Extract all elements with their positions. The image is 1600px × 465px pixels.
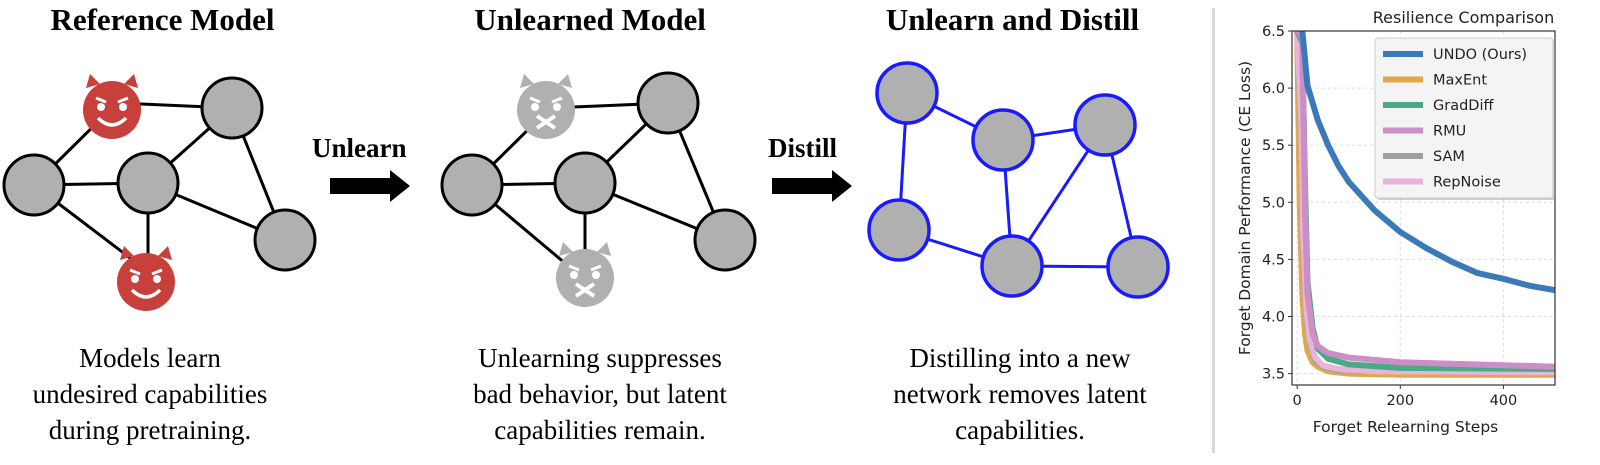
graph-node <box>200 76 264 140</box>
caption-line: bad behavior, but latent <box>473 379 727 409</box>
caption-line: Distilling into a new <box>909 343 1131 373</box>
graph-node <box>440 153 504 217</box>
silenced-devil-icon <box>556 242 614 307</box>
graph-node <box>971 108 1035 172</box>
graph-node <box>1073 93 1137 157</box>
caption-line: undesired capabilities <box>32 379 268 409</box>
caption-reference: Models learn undesired capabilities duri… <box>0 340 300 448</box>
legend-label: SAM <box>1433 149 1465 165</box>
distill-arrow-label: Distill <box>768 133 838 163</box>
panel-title-reference: Reference Model <box>50 2 275 37</box>
y-tick-label: 4.5 <box>1262 252 1285 268</box>
legend-label: GradDiff <box>1433 98 1494 114</box>
legend-label: UNDO (Ours) <box>1433 47 1527 63</box>
caption-line: capabilities. <box>955 415 1085 445</box>
plot-frame <box>1291 30 1556 386</box>
y-tick-label: 6.0 <box>1262 81 1285 97</box>
legend-label: RMU <box>1433 124 1466 140</box>
y-tick-label: 5.0 <box>1262 195 1285 211</box>
x-tick-label: 200 <box>1386 393 1414 409</box>
graph-node <box>867 198 931 262</box>
x-tick-label: 0 <box>1293 393 1302 409</box>
legend-label: MaxEnt <box>1433 73 1487 89</box>
x-tick-label: 400 <box>1490 393 1518 409</box>
legend-label: RepNoise <box>1433 175 1501 191</box>
graph-node <box>980 234 1044 298</box>
chart-title: Resilience Comparison <box>1373 8 1554 27</box>
caption-line: Models learn <box>79 343 221 373</box>
caption-line: capabilities remain. <box>494 415 706 445</box>
series-line-undo-ours <box>1299 31 1555 294</box>
y-tick-label: 4.0 <box>1262 309 1285 325</box>
caption-line: network removes latent <box>893 379 1147 409</box>
chart-series <box>1294 31 1555 378</box>
right-arrow-icon <box>772 170 852 202</box>
graph-node <box>253 208 317 272</box>
caption-distill: Distilling into a new network removes la… <box>860 340 1180 448</box>
axis-ticks: 0 200 400 3.5 4.0 4.5 5.0 5.5 6.0 6.5 <box>1262 24 1517 409</box>
smiling-devil-icon <box>117 246 175 311</box>
graph-node <box>116 151 180 215</box>
panel-title-unlearned: Unlearned Model <box>474 2 706 37</box>
y-tick-label: 6.5 <box>1262 24 1285 40</box>
graph-node <box>2 153 66 217</box>
caption-line: during pretraining. <box>48 415 252 445</box>
y-tick-label: 5.5 <box>1262 138 1285 154</box>
graph-node <box>693 208 757 272</box>
caption-line: Unlearning suppresses <box>478 343 722 373</box>
graph-node <box>1106 235 1170 299</box>
section-divider <box>1212 8 1215 453</box>
panel-title-distill: Unlearn and Distill <box>885 2 1140 37</box>
y-axis-label: Forget Domain Performance (CE Loss) <box>1236 61 1254 355</box>
graph-node <box>636 71 700 135</box>
right-arrow-icon <box>330 170 410 202</box>
x-axis-label: Forget Relearning Steps <box>1313 418 1498 436</box>
graph-node <box>553 151 617 215</box>
y-tick-label: 3.5 <box>1262 367 1285 383</box>
caption-unlearned: Unlearning suppresses bad behavior, but … <box>440 340 760 448</box>
silenced-devil-icon <box>517 74 575 139</box>
diagram-graphs <box>2 61 1170 311</box>
graph-node <box>875 61 939 125</box>
smiling-devil-icon <box>83 74 141 139</box>
series-line-rmu <box>1294 31 1555 370</box>
unlearn-arrow-label: Unlearn <box>312 133 407 163</box>
